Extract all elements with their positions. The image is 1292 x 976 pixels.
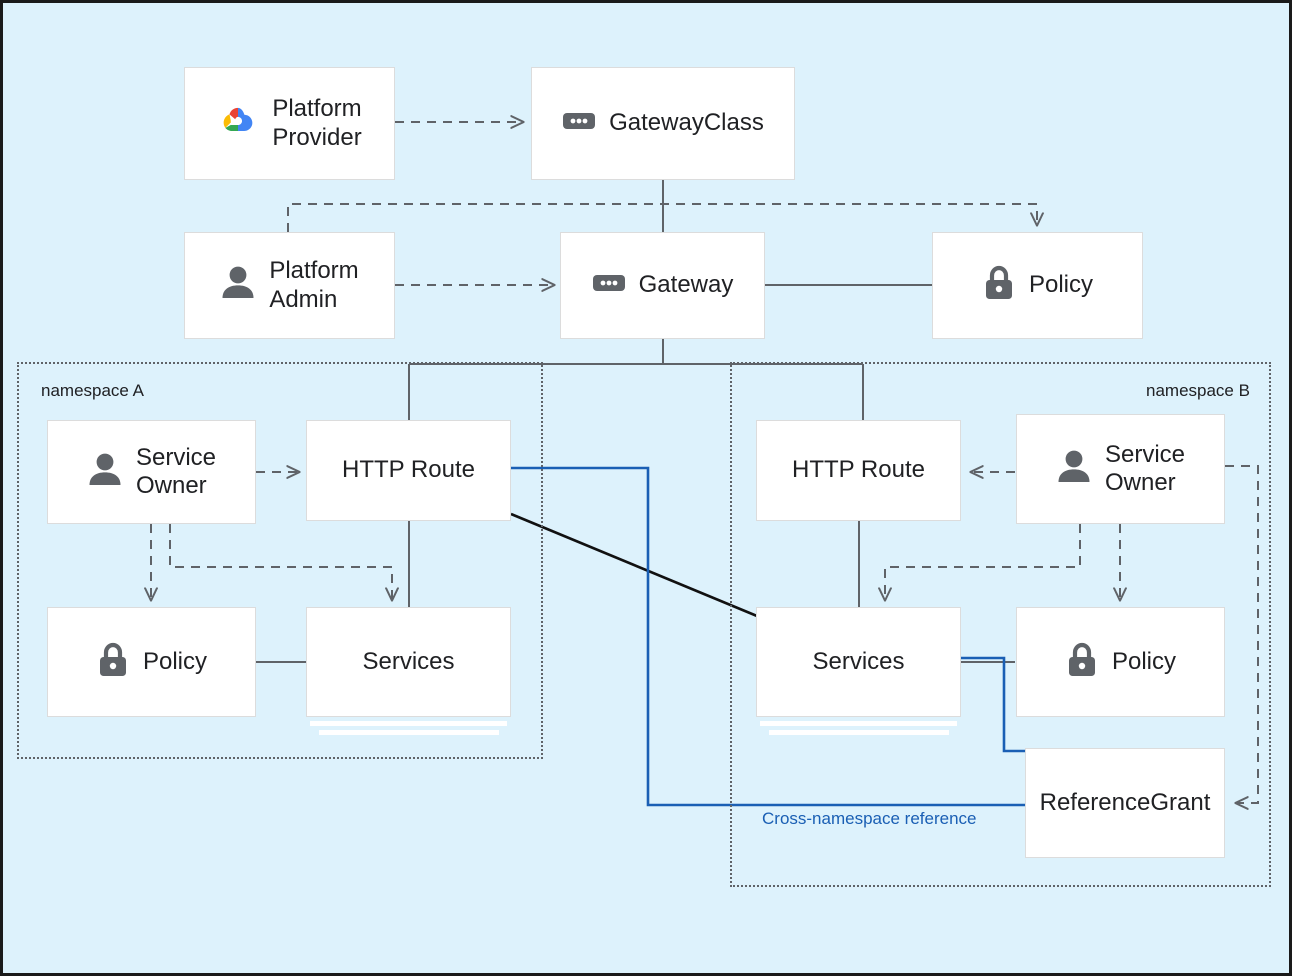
gatewayclass-icon	[562, 109, 596, 138]
node-policy-top[interactable]: Policy	[932, 232, 1143, 339]
node-label: Policy	[1111, 647, 1177, 675]
node-label: Policy	[1028, 271, 1094, 299]
node-services-a[interactable]: Services	[306, 607, 511, 717]
google-cloud-icon	[217, 100, 259, 147]
node-http-route-b[interactable]: HTTP Route	[756, 420, 961, 521]
edge-admin-to-policy	[287, 203, 1037, 232]
node-gatewayclass[interactable]: GatewayClass	[531, 67, 795, 180]
node-label: Services	[362, 647, 455, 675]
node-label: ReferenceGrant	[1039, 788, 1211, 816]
namespace-b-container	[730, 362, 1271, 887]
namespace-b-label: namespace B	[1146, 381, 1250, 400]
services-b-stack-sheets	[756, 717, 961, 735]
person-icon	[220, 264, 256, 307]
node-label: Platform Provider	[272, 95, 362, 151]
node-http-route-a[interactable]: HTTP Route	[306, 420, 511, 521]
node-service-owner-b[interactable]: Service Owner	[1016, 414, 1225, 524]
node-label: Services	[812, 647, 905, 675]
gateway-icon	[592, 271, 626, 300]
node-label: GatewayClass	[609, 109, 764, 137]
node-label: Platform Admin	[269, 257, 359, 313]
namespace-a-container	[17, 362, 543, 759]
node-gateway[interactable]: Gateway	[560, 232, 765, 339]
person-icon	[87, 451, 123, 494]
lock-icon	[982, 263, 1016, 308]
person-icon	[1056, 448, 1092, 491]
cross-namespace-reference-label: Cross-namespace reference	[762, 809, 977, 828]
node-label: Gateway	[638, 271, 734, 299]
namespace-a-label: namespace A	[41, 381, 145, 400]
node-service-owner-a[interactable]: Service Owner	[47, 420, 256, 524]
node-platform-admin[interactable]: Platform Admin	[184, 232, 395, 339]
edge-route-a-to-services-b	[510, 512, 758, 618]
node-policy-a[interactable]: Policy	[47, 607, 256, 717]
lock-icon	[1065, 640, 1099, 685]
node-services-b[interactable]: Services	[756, 607, 961, 717]
services-a-stack-sheets	[306, 717, 511, 735]
node-label: HTTP Route	[342, 456, 475, 484]
node-policy-b[interactable]: Policy	[1016, 607, 1225, 717]
node-label: Service Owner	[135, 443, 217, 499]
node-label: HTTP Route	[792, 456, 925, 484]
node-platform-provider[interactable]: Platform Provider	[184, 67, 395, 180]
node-reference-grant[interactable]: ReferenceGrant	[1025, 748, 1225, 858]
node-label: Policy	[142, 647, 208, 675]
lock-icon	[96, 640, 130, 685]
node-label: Service Owner	[1104, 440, 1186, 496]
